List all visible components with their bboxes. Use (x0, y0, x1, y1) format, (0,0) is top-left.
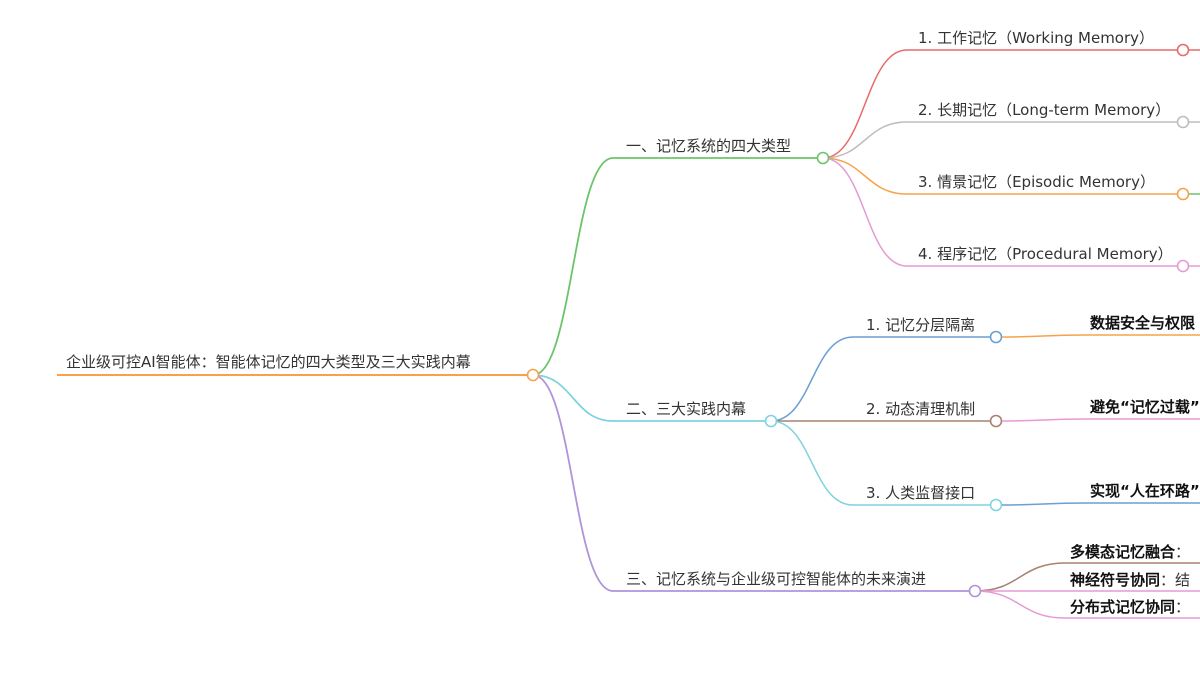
topic-long-term-memory[interactable]: 2. 长期记忆（Long-term Memory） (918, 101, 1171, 119)
child-handle[interactable] (1176, 259, 1190, 273)
leaf-connector (1001, 418, 1086, 422)
topic-distributed-memory[interactable]: 分布式记忆协同： (1070, 598, 1191, 616)
root-handle[interactable] (526, 368, 540, 382)
child-handle[interactable] (1176, 187, 1190, 201)
child-handle[interactable] (1176, 43, 1190, 57)
child-handle[interactable] (989, 414, 1003, 428)
branch-practices[interactable]: 二、三大实践内幕 (626, 400, 747, 418)
child-connector (770, 336, 854, 422)
topic-dynamic-cleanup[interactable]: 2. 动态清理机制 (866, 400, 976, 418)
branch-connector (532, 157, 614, 376)
leaf-connector (1001, 334, 1086, 338)
topic-multimodal-fusion[interactable]: 多模态记忆融合： (1070, 543, 1191, 561)
branch-memory-types[interactable]: 一、记忆系统的四大类型 (626, 137, 792, 155)
topic-procedural-memory[interactable]: 4. 程序记忆（Procedural Memory） (918, 245, 1173, 263)
leaf-connector (1001, 502, 1086, 506)
branch-connector (532, 374, 614, 592)
child-connector (822, 121, 908, 159)
topic-episodic-memory[interactable]: 3. 情景记忆（Episodic Memory） (918, 173, 1155, 191)
child-connector (822, 49, 908, 159)
leaf-data-security[interactable]: 数据安全与权限 (1090, 314, 1196, 332)
root-topic[interactable]: 企业级可控AI智能体：智能体记忆的四大类型及三大实践内幕 (66, 353, 471, 371)
topic-neuro-symbolic[interactable]: 神经符号协同：结 (1070, 571, 1191, 589)
child-handle[interactable] (989, 498, 1003, 512)
branch-connector (532, 374, 614, 422)
branch-handle[interactable] (968, 584, 982, 598)
topic-working-memory[interactable]: 1. 工作记忆（Working Memory） (918, 29, 1155, 47)
child-handle[interactable] (989, 330, 1003, 344)
leaf-human-in-loop[interactable]: 实现“人在环路” (1090, 482, 1200, 500)
topic-layered-isolation[interactable]: 1. 记忆分层隔离 (866, 316, 976, 334)
leaf-avoid-overload[interactable]: 避免“记忆过载” (1090, 398, 1200, 416)
child-connector (770, 420, 854, 506)
child-connector (974, 590, 1066, 619)
child-connector (822, 157, 908, 195)
branch-handle[interactable] (816, 151, 830, 165)
child-connector (974, 562, 1066, 592)
child-handle[interactable] (1176, 115, 1190, 129)
child-connector (822, 157, 908, 267)
topic-human-oversight[interactable]: 3. 人类监督接口 (866, 484, 976, 502)
branch-future-evolution[interactable]: 三、记忆系统与企业级可控智能体的未来演进 (626, 570, 927, 588)
branch-handle[interactable] (764, 414, 778, 428)
